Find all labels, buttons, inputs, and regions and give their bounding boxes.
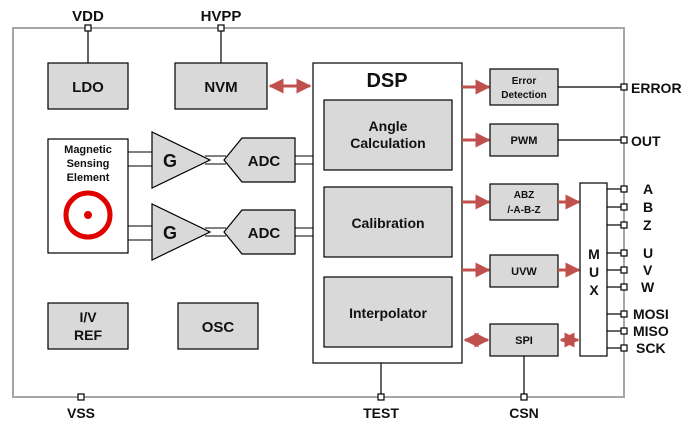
pin-u-marker [620, 249, 628, 257]
pin-csn: CSN [509, 356, 539, 421]
pin-vdd-label: VDD [72, 8, 104, 25]
pin-vdd: VDD [72, 8, 104, 63]
sensing-label-2: Sensing [67, 158, 110, 170]
pin-z-marker [620, 221, 628, 229]
magnetic-sensing-element [47, 138, 129, 254]
adc-block-1 [223, 137, 296, 183]
pin-test: TEST [363, 363, 399, 421]
pin-w-label: W [641, 279, 655, 295]
chip-outline [12, 27, 625, 398]
pin-hvpp: HVPP [201, 8, 242, 63]
ldo-label: LDO [72, 79, 104, 96]
adc-block-2 [223, 209, 296, 255]
pin-sck-label: SCK [636, 340, 666, 356]
gain-amplifier-2 [151, 203, 212, 261]
right-pin-markers [620, 83, 628, 352]
angle-calculation-block [323, 99, 453, 171]
pin-hvpp-label: HVPP [201, 8, 242, 25]
pin-sck-marker [620, 344, 628, 352]
uvw-label: UVW [511, 266, 537, 278]
ivref-label-2: REF [74, 327, 102, 343]
abz-block [489, 183, 559, 221]
pin-w-marker [620, 283, 628, 291]
pin-a-label: A [643, 181, 653, 197]
pin-vss: VSS [67, 393, 95, 421]
ivref-label-1: I/V [79, 309, 97, 325]
angle-label-1: Angle [369, 118, 408, 134]
pin-v-label: V [643, 262, 653, 278]
dsp-title: DSP [366, 70, 407, 92]
pin-b-marker [620, 203, 628, 211]
interpolator-label: Interpolator [349, 305, 427, 321]
uvw-block [489, 254, 559, 288]
pin-a-marker [620, 185, 628, 193]
nvm-label: NVM [204, 79, 237, 96]
error-detection-block [489, 68, 559, 106]
sensing-label-1: Magnetic [64, 144, 112, 156]
pwm-block [489, 123, 559, 157]
pin-error-label: ERROR [631, 80, 682, 96]
pin-miso-marker [620, 327, 628, 335]
interpolator-block [323, 276, 453, 348]
gain-label-1: G [163, 151, 177, 171]
magnet-center-icon [84, 211, 92, 219]
error-detection-label-1: Error [512, 76, 537, 87]
gain-label-2: G [163, 223, 177, 243]
nvm-block [174, 62, 268, 110]
mux-label-u: U [589, 264, 599, 280]
osc-block [177, 302, 259, 350]
pin-mosi-marker [620, 310, 628, 318]
ivref-block [47, 302, 129, 350]
spi-block [489, 323, 559, 357]
gain-amplifier-1 [151, 131, 212, 189]
calibration-label: Calibration [351, 215, 424, 231]
pin-miso-label: MISO [633, 323, 669, 339]
pin-out-marker [620, 136, 628, 144]
pin-b-label: B [643, 199, 653, 215]
pin-vss-label: VSS [67, 405, 95, 421]
pin-csn-label: CSN [509, 405, 539, 421]
spi-label: SPI [515, 335, 533, 347]
calibration-block [323, 186, 453, 258]
pin-out-label: OUT [631, 133, 661, 149]
angle-label-2: Calculation [350, 135, 425, 151]
abz-label-1: ABZ [514, 190, 535, 201]
pin-v-marker [620, 266, 628, 274]
magnet-ring-icon [63, 190, 113, 240]
pin-error-marker [620, 83, 628, 91]
adc-label-2: ADC [248, 225, 281, 242]
mux-label-m: M [588, 246, 600, 262]
pin-test-label: TEST [363, 405, 399, 421]
adc-label-1: ADC [248, 153, 281, 170]
osc-label: OSC [202, 319, 235, 336]
mux-block [579, 182, 608, 357]
abz-label-2: /-A-B-Z [507, 205, 540, 216]
sensing-label-3: Element [67, 172, 110, 184]
mux-label-x: X [589, 282, 599, 298]
error-detection-label-2: Detection [501, 90, 547, 101]
pwm-label: PWM [511, 135, 538, 147]
pin-z-label: Z [643, 217, 652, 233]
ldo-block [47, 62, 129, 110]
pin-mosi-label: MOSI [633, 306, 669, 322]
pin-u-label: U [643, 245, 653, 261]
